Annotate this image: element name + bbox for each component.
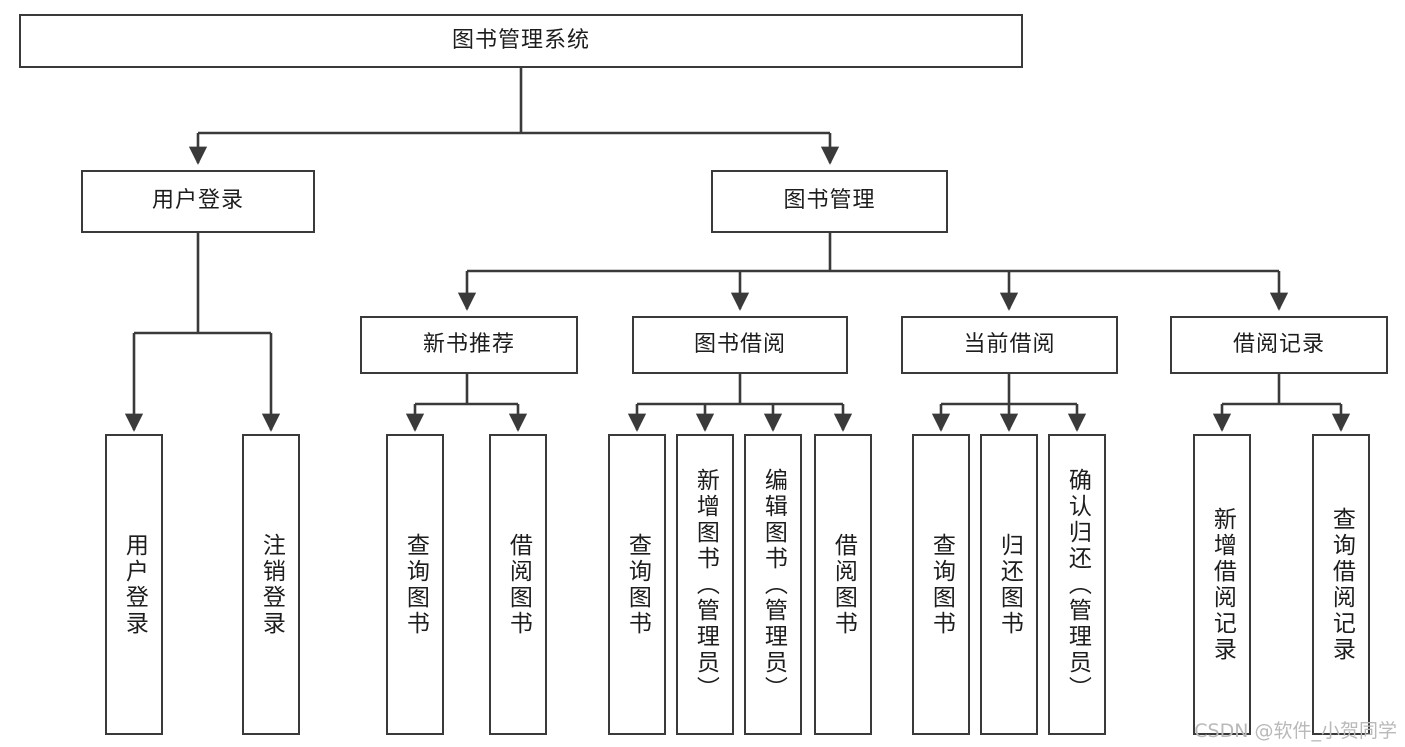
node-label: 归还图书	[996, 532, 1023, 637]
leaf-borrow-book-2[interactable]: 借阅图书	[814, 434, 872, 735]
node-label: 查询图书	[928, 532, 955, 637]
leaf-return-book[interactable]: 归还图书	[980, 434, 1038, 735]
node-user-login[interactable]: 用户登录	[81, 170, 315, 233]
node-label: 用户登录	[151, 188, 244, 214]
node-label: 当前借阅	[963, 331, 1056, 357]
node-label: 查询图书	[624, 532, 651, 637]
node-label: 用户登录	[121, 532, 148, 637]
leaf-query-record[interactable]: 查询借阅记录	[1312, 434, 1370, 735]
leaf-query-book-3[interactable]: 查询图书	[912, 434, 970, 735]
node-label: 图书管理系统	[451, 27, 590, 53]
leaf-edit-book[interactable]: 编辑图书（管理员）	[744, 434, 802, 735]
node-current-borrow[interactable]: 当前借阅	[901, 316, 1118, 374]
node-label: 图书借阅	[693, 331, 786, 357]
node-label: 图书管理	[783, 188, 876, 214]
node-book-management[interactable]: 图书管理	[711, 170, 948, 233]
node-label: 确认归还（管理员）	[1064, 467, 1091, 702]
node-label: 编辑图书（管理员）	[760, 467, 787, 702]
node-label: 查询图书	[402, 532, 429, 637]
leaf-user-logout[interactable]: 注销登录	[242, 434, 300, 735]
leaf-add-book[interactable]: 新增图书（管理员）	[676, 434, 734, 735]
node-label: 借阅记录	[1232, 331, 1325, 357]
node-label: 新增图书（管理员）	[692, 467, 719, 702]
node-label: 新书推荐	[422, 331, 515, 357]
leaf-borrow-book-1[interactable]: 借阅图书	[489, 434, 547, 735]
node-label: 查询借阅记录	[1328, 506, 1355, 663]
leaf-query-book-2[interactable]: 查询图书	[608, 434, 666, 735]
node-label: 注销登录	[258, 532, 285, 637]
node-borrow-record[interactable]: 借阅记录	[1170, 316, 1388, 374]
node-new-book-recommend[interactable]: 新书推荐	[360, 316, 578, 374]
leaf-confirm-return[interactable]: 确认归还（管理员）	[1048, 434, 1106, 735]
leaf-query-book-1[interactable]: 查询图书	[386, 434, 444, 735]
node-root-book-management-system[interactable]: 图书管理系统	[19, 14, 1023, 68]
node-book-borrow[interactable]: 图书借阅	[632, 316, 848, 374]
node-label: 借阅图书	[830, 532, 857, 637]
csdn-watermark: CSDN @软件_小贺同学	[1194, 720, 1397, 742]
node-label: 借阅图书	[505, 532, 532, 637]
node-label: 新增借阅记录	[1209, 506, 1236, 663]
leaf-user-login[interactable]: 用户登录	[105, 434, 163, 735]
leaf-add-record[interactable]: 新增借阅记录	[1193, 434, 1251, 735]
